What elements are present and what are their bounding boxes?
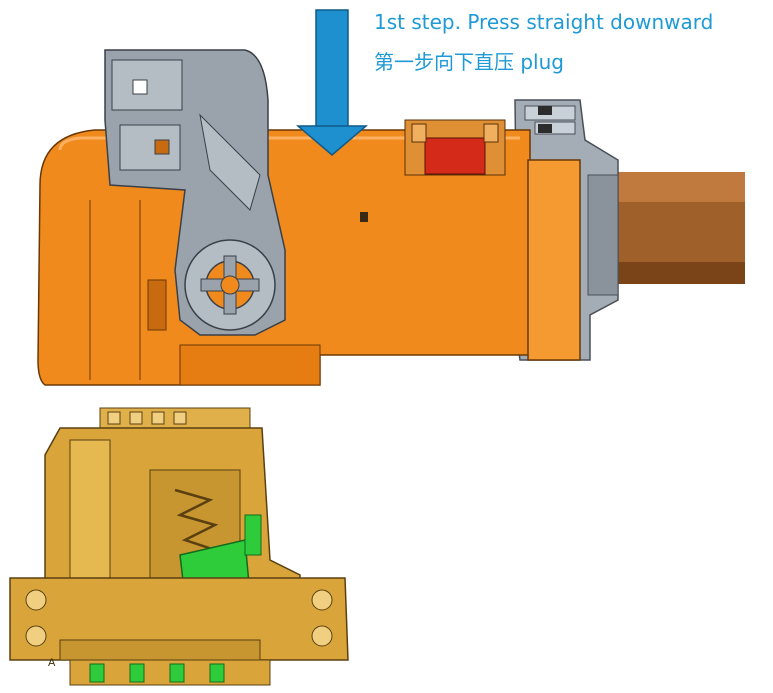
cable: [615, 172, 745, 284]
instruction-line-2: 第一步向下直压 plug: [374, 50, 564, 74]
receptacle-marker-label: A: [48, 657, 56, 669]
press-down-arrow: [295, 9, 369, 156]
grey-latch: [104, 49, 286, 336]
receptacle: A: [9, 407, 349, 686]
red-clip: [404, 119, 506, 176]
instruction-line-1: 1st step. Press straight downward: [374, 10, 714, 34]
